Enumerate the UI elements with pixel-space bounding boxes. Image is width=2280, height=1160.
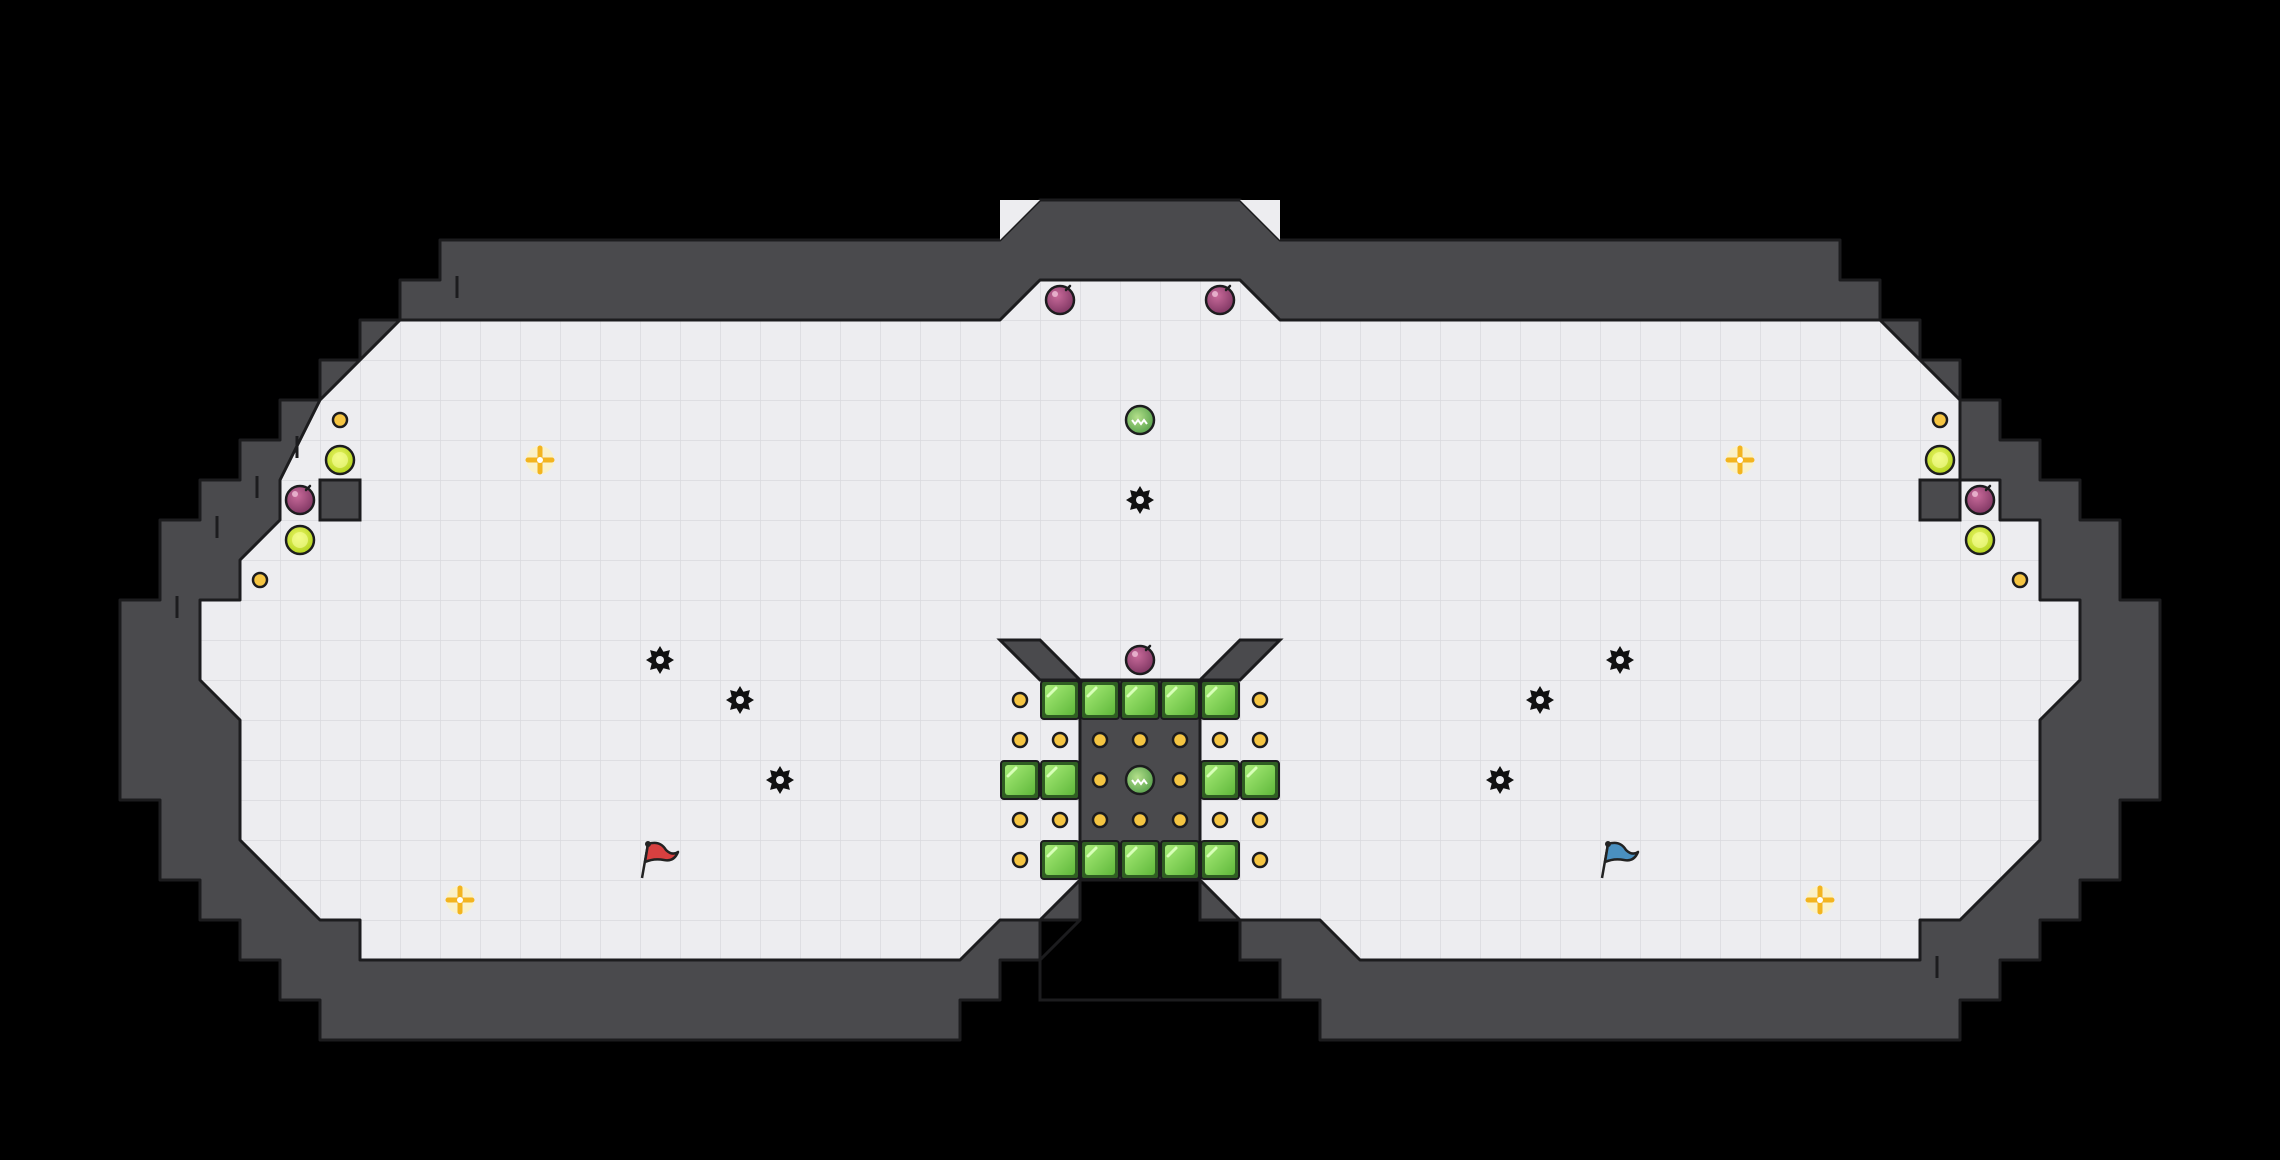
dot-group: [251, 411, 2029, 869]
wall-block-left: [318, 478, 362, 522]
green-gate-icon: [1160, 840, 1200, 880]
boost-dot-icon: [1251, 731, 1269, 749]
center-structure: [318, 478, 1962, 1002]
boost-dot-icon: [1171, 771, 1189, 789]
spike-icon: [1606, 646, 1634, 674]
boost-icon: [445, 885, 475, 915]
floor: [198, 278, 2082, 962]
boost-dot-icon: [1211, 731, 1229, 749]
wall-block-right: [1918, 478, 1962, 522]
tagpro-icon: [1124, 404, 1156, 436]
boost-dot-icon: [1011, 731, 1029, 749]
boost-icon: [1725, 445, 1755, 475]
boost-dot-icon: [1051, 731, 1069, 749]
bomb-group: [284, 284, 1996, 676]
boost-dot-icon: [1091, 811, 1109, 829]
red-flag-icon[interactable]: [640, 841, 680, 879]
green-gate-icon: [1080, 840, 1120, 880]
tagpro-group: [1124, 404, 1156, 796]
boost-dot-icon: [1251, 851, 1269, 869]
boost-dot-icon: [1011, 691, 1029, 709]
boost-dot-icon: [2011, 571, 2029, 589]
green-gate-icon: [1200, 760, 1240, 800]
gate-group: [1000, 680, 1280, 880]
green-gate-icon: [1120, 680, 1160, 720]
boost-dot-icon: [331, 411, 349, 429]
bomb-icon: [1204, 284, 1236, 316]
jukejuice-icon: [1964, 524, 1996, 556]
jukejuice-icon: [284, 524, 316, 556]
green-gate-icon: [1040, 840, 1080, 880]
spike-icon: [1126, 486, 1154, 514]
boost-dot-icon: [1171, 731, 1189, 749]
spike-icon: [1526, 686, 1554, 714]
green-gate-icon: [1040, 760, 1080, 800]
jukejuice-icon: [1924, 444, 1956, 476]
green-gate-icon: [1040, 680, 1080, 720]
blue-flag-icon[interactable]: [1600, 841, 1640, 879]
spike-icon: [766, 766, 794, 794]
boost-dot-icon: [1011, 811, 1029, 829]
bomb-icon: [1044, 284, 1076, 316]
green-gate-icon: [1200, 680, 1240, 720]
boost-dot-icon: [1171, 811, 1189, 829]
spike-icon: [646, 646, 674, 674]
jukejuice-group: [284, 444, 1996, 556]
boost-dot-icon: [1091, 731, 1109, 749]
boost-icon: [1805, 885, 1835, 915]
bomb-icon: [1964, 484, 1996, 516]
green-gate-icon: [1120, 840, 1160, 880]
boost-group: [445, 445, 1835, 915]
boost-dot-icon: [1931, 411, 1949, 429]
bomb-icon: [284, 484, 316, 516]
spike-icon: [1486, 766, 1514, 794]
spike-group: [646, 486, 1634, 794]
jukejuice-icon: [324, 444, 356, 476]
wall-ticks: [175, 276, 1939, 978]
green-gate-icon: [1080, 680, 1120, 720]
green-gate-icon: [1240, 760, 1280, 800]
boost-icon: [525, 445, 555, 475]
green-gate-icon: [1200, 840, 1240, 880]
boost-dot-icon: [1011, 851, 1029, 869]
green-gate-icon: [1160, 680, 1200, 720]
tagpro-icon: [1124, 764, 1156, 796]
boost-dot-icon: [1251, 691, 1269, 709]
boost-dot-icon: [1131, 811, 1149, 829]
boost-dot-icon: [1131, 731, 1149, 749]
boost-dot-icon: [1051, 811, 1069, 829]
green-gate-icon: [1000, 760, 1040, 800]
boost-dot-icon: [1091, 771, 1109, 789]
spike-icon: [726, 686, 754, 714]
boost-dot-icon: [1251, 811, 1269, 829]
boost-dot-icon: [1211, 811, 1229, 829]
boost-dot-icon: [251, 571, 269, 589]
bomb-icon: [1124, 644, 1156, 676]
